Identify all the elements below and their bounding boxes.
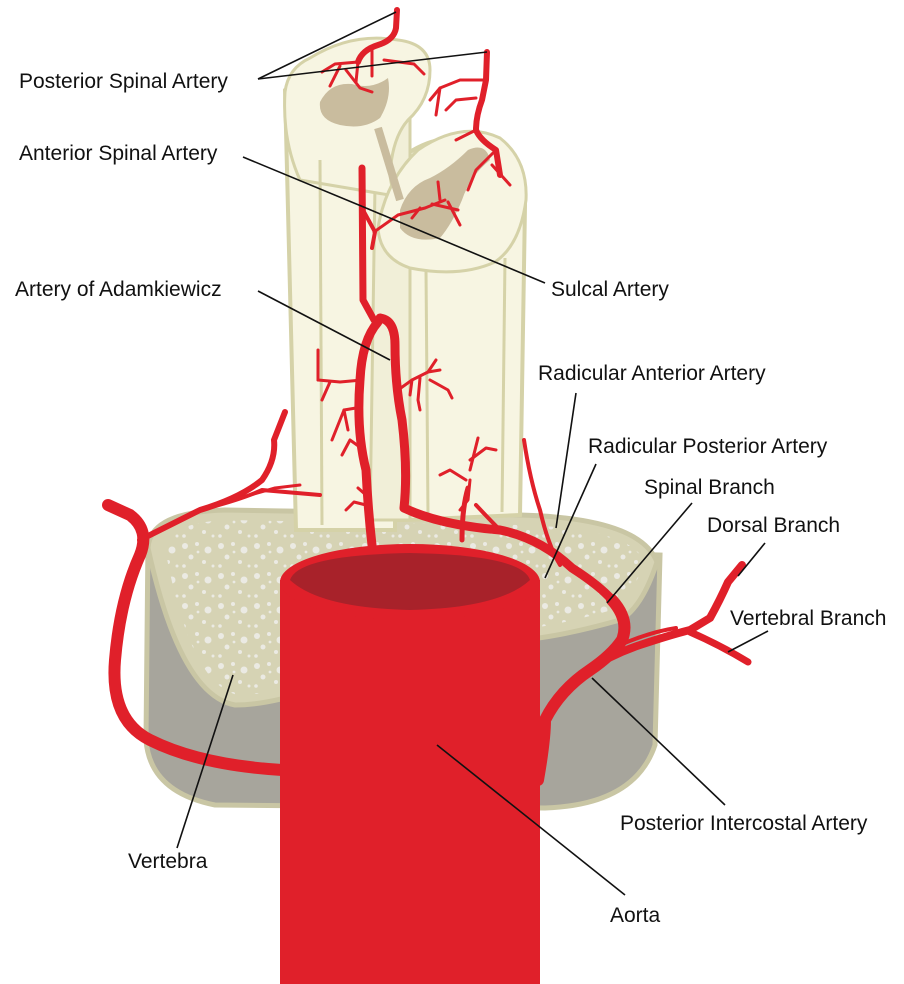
label-anterior-spinal-artery: Anterior Spinal Artery bbox=[19, 142, 218, 165]
spinal-cord bbox=[282, 36, 528, 532]
artery-of-adamkiewicz bbox=[354, 313, 617, 605]
grey-matter-upper bbox=[319, 78, 389, 127]
label-artery-of-adamkiewicz: Artery of Adamkiewicz bbox=[15, 278, 222, 301]
label-posterior-spinal-artery: Posterior Spinal Artery bbox=[19, 70, 228, 93]
label-sulcal-artery: Sulcal Artery bbox=[551, 278, 669, 301]
leader-lines bbox=[176, 11, 769, 896]
radicular-arteries bbox=[316, 348, 562, 567]
label-posterior-intercostal-artery: Posterior Intercostal Artery bbox=[620, 812, 868, 835]
label-radicular-anterior-artery: Radicular Anterior Artery bbox=[538, 362, 766, 385]
cord-tract-lines bbox=[318, 159, 507, 526]
posterior-spinal-arteries bbox=[320, 7, 512, 192]
label-radicular-posterior-artery: Radicular Posterior Artery bbox=[588, 435, 828, 458]
aorta-body bbox=[280, 580, 540, 984]
label-dorsal-branch: Dorsal Branch bbox=[707, 514, 840, 537]
right-intercostal-artery bbox=[532, 561, 752, 786]
label-spinal-branch: Spinal Branch bbox=[644, 476, 775, 499]
anterior-median-fissure bbox=[374, 126, 404, 202]
label-vertebral-branch: Vertebral Branch bbox=[730, 607, 886, 630]
anterior-spinal-artery bbox=[358, 164, 462, 324]
aorta-lumen bbox=[290, 553, 530, 610]
label-aorta: Aorta bbox=[610, 904, 661, 927]
labels: Posterior Spinal Artery Anterior Spinal … bbox=[15, 70, 886, 927]
label-vertebra: Vertebra bbox=[128, 850, 208, 873]
aorta bbox=[280, 544, 540, 984]
left-intercostal-artery bbox=[102, 409, 322, 776]
grey-matter-lower bbox=[400, 147, 490, 240]
